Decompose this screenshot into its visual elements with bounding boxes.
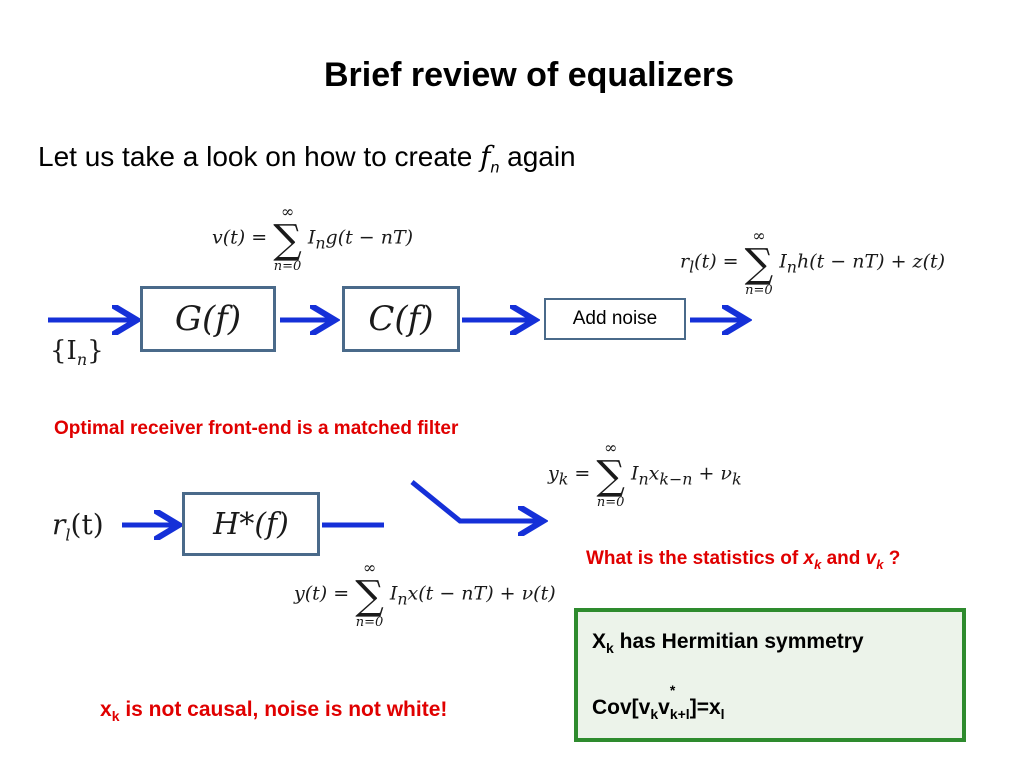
cov-sub3: l <box>720 706 725 723</box>
stats-end: ? <box>883 548 901 569</box>
eq-v-rhs: I <box>307 226 316 249</box>
eq-yt-sum-top: ∞ <box>362 558 377 577</box>
eq-v-sum-bot: n=0 <box>273 259 302 274</box>
block-add-noise: Add noise <box>544 298 686 340</box>
hermitian-rest: has Hermitian symmetry <box>613 630 864 653</box>
eq-yk-rhs: I <box>630 462 639 485</box>
covariance-line: Cov[vkv*k+l]=xl <box>592 682 725 723</box>
input-in-sub: n <box>76 350 88 370</box>
eq-yk-rhs-mid: x <box>648 462 660 485</box>
cov-a: Cov[v <box>592 696 651 719</box>
eq-r-rhs: I <box>779 250 787 273</box>
eq-r-sum: ∞ ∑ n=0 <box>744 226 774 298</box>
note-causal: xk is not causal, noise is not white! <box>100 698 448 725</box>
causal-x: x <box>100 698 112 721</box>
cov-c: ]=x <box>689 696 721 719</box>
input-in-open: {I <box>50 336 77 366</box>
page-title: Brief review of equalizers <box>323 56 735 94</box>
note-statistics: What is the statistics of xk and vk ? <box>586 548 901 572</box>
stats-and: and <box>821 548 866 569</box>
lead-symbol: f <box>480 140 491 173</box>
equation-r: rl(t) = ∞ ∑ n=0 Inh(t − nT) + z(t) <box>680 226 946 298</box>
eq-v-sum: ∞ ∑ n=0 <box>273 202 302 274</box>
causal-rest: is not causal, noise is not white! <box>119 698 448 721</box>
block-g-label: G(f) <box>174 299 242 339</box>
block-c: C(f) <box>342 286 460 352</box>
eq-yk-sum: ∞ ∑ n=0 <box>596 438 625 510</box>
eq-yk-lhs: y <box>548 462 559 485</box>
block-h: H*(f) <box>182 492 320 556</box>
hermitian-line: Xk has Hermitian symmetry <box>592 630 864 657</box>
lead-subscript: n <box>490 159 500 177</box>
equation-yk: yk = ∞ ∑ n=0 Inxk−n + νk <box>548 438 742 510</box>
input-symbol-r: rl(t) <box>52 508 104 543</box>
eq-yt-sum-bot: n=0 <box>355 615 384 630</box>
eq-r-lhs: r <box>680 250 690 273</box>
stats-prefix: What is the statistics of <box>586 548 804 569</box>
eq-yk-rhs-rest-sub: k <box>732 469 742 489</box>
cov-b: v <box>658 696 670 719</box>
lead-suffix: again <box>499 141 576 172</box>
eq-yk-rhs-mid-sub: k−n <box>659 469 693 489</box>
stats-v: v <box>865 548 877 569</box>
eq-yt-rhs: I <box>389 582 398 605</box>
lead-text: Let us take a look on how to create fn a… <box>38 140 576 176</box>
eq-r-rhs-rest: h(t − nT) + z(t) <box>796 250 946 273</box>
eq-yk-rhs-sub: n <box>638 469 649 489</box>
cov-sub2: k+l <box>669 706 690 723</box>
equation-v: v(t) = ∞ ∑ n=0 Ing(t − nT) <box>212 202 414 274</box>
sampler-switch <box>410 480 538 521</box>
eq-yt-lhs: y(t) = <box>294 582 356 605</box>
eq-yk-lhs-rest: = <box>568 462 597 485</box>
sigma-symbol: ∑ <box>273 217 302 263</box>
block-c-label: C(f) <box>368 299 434 339</box>
stats-v-sub: k <box>876 556 884 572</box>
eq-v-rhs-sub: n <box>315 233 326 253</box>
input-r-sub: l <box>65 525 71 545</box>
lead-prefix: Let us take a look on how to create <box>38 141 481 172</box>
eq-yk-lhs-sub: k <box>558 469 569 489</box>
eq-yt-sum: ∞ ∑ n=0 <box>355 558 384 630</box>
block-add-noise-label: Add noise <box>572 308 658 329</box>
hermitian-box: Xk has Hermitian symmetry Cov[vkv*k+l]=x… <box>574 608 966 742</box>
block-h-label: H*(f) <box>213 506 289 542</box>
hermitian-x-sub: k <box>606 640 614 657</box>
cov-sub1: k <box>650 706 659 723</box>
eq-r-lhs-sub: l <box>689 257 695 277</box>
eq-r-sum-bot: n=0 <box>745 283 773 298</box>
eq-r-rhs-sub: n <box>786 257 797 277</box>
eq-yt-rhs-rest: x(t − nT) + ν(t) <box>407 582 556 605</box>
eq-r-lhs-rest: (t) = <box>694 250 745 273</box>
eq-v-rhs-rest: g(t − nT) <box>325 226 414 249</box>
eq-r-sum-top: ∞ <box>752 226 766 245</box>
input-in-close: } <box>87 336 104 366</box>
causal-sub: k <box>111 708 120 725</box>
input-r-rest: (t) <box>70 508 104 541</box>
eq-yk-rhs-rest: + ν <box>692 462 732 485</box>
eq-yt-rhs-sub: n <box>397 589 408 609</box>
equation-yt: y(t) = ∞ ∑ n=0 Inx(t − nT) + ν(t) <box>294 558 556 630</box>
eq-v-lhs: v(t) = <box>212 226 274 249</box>
block-g: G(f) <box>140 286 276 352</box>
stats-x-sub: k <box>814 556 822 572</box>
eq-yk-sum-bot: n=0 <box>596 495 625 510</box>
eq-yk-sum-top: ∞ <box>603 438 618 457</box>
sigma-symbol: ∑ <box>744 241 774 287</box>
sigma-symbol: ∑ <box>355 573 384 619</box>
note-matched-filter: Optimal receiver front-end is a matched … <box>54 418 459 439</box>
stats-x: x <box>803 548 815 569</box>
input-symbol-in: {In} <box>50 336 104 370</box>
input-r: r <box>52 508 66 541</box>
hermitian-x: X <box>592 630 607 653</box>
eq-v-sum-top: ∞ <box>280 202 295 221</box>
sigma-symbol: ∑ <box>596 453 625 499</box>
